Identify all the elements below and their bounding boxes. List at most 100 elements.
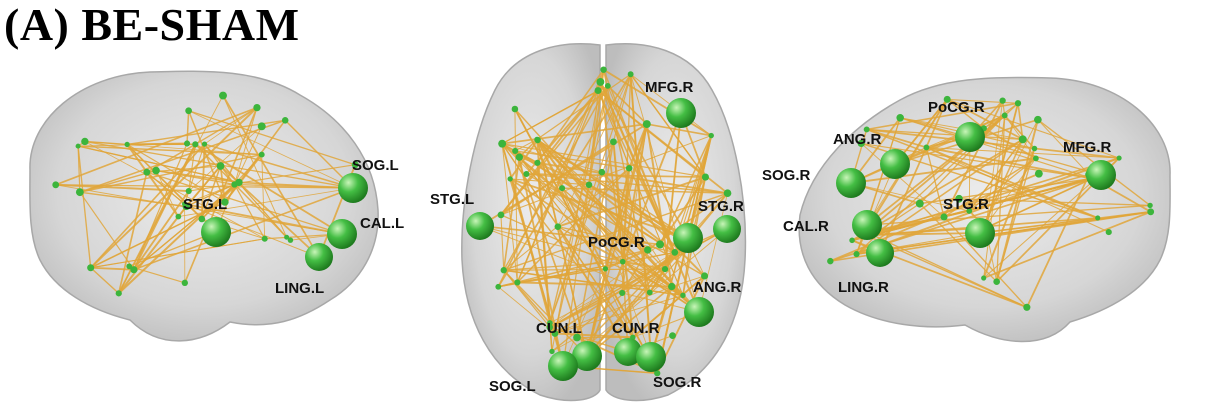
axial-small-node <box>702 174 709 181</box>
label-pocg-r: PoCG.R <box>928 99 985 116</box>
right-lateral-small-node <box>916 200 924 208</box>
axial-small-node <box>644 246 651 253</box>
right-lateral-small-node <box>1032 146 1037 151</box>
node-stg-l <box>201 217 231 247</box>
axial-small-node <box>668 283 675 290</box>
label-ling-l: LING.L <box>275 280 324 297</box>
node-cal-r <box>852 210 882 240</box>
left-lateral-small-node <box>192 141 198 147</box>
axial-small-node <box>599 169 606 176</box>
left-lateral-small-node <box>143 169 150 176</box>
axial-small-node <box>600 66 606 72</box>
right-lateral-small-node <box>1095 215 1100 220</box>
node-mfg-r <box>666 98 696 128</box>
right-lateral-small-node <box>1147 203 1152 208</box>
node-mfg-r-right <box>1086 160 1116 190</box>
axial-small-node <box>626 165 632 171</box>
label-cun-l: CUN.L <box>536 320 582 337</box>
axial-small-node <box>495 284 501 290</box>
right-lateral-small-node <box>1002 113 1008 119</box>
axial-small-node <box>514 279 520 285</box>
right-lateral-small-node <box>854 251 860 257</box>
label-ling-r: LING.R <box>838 279 889 296</box>
node-ang-r-axial <box>684 297 714 327</box>
left-lateral-small-node <box>124 142 129 147</box>
left-lateral-small-node <box>284 235 289 240</box>
label-sog-l-axial: SOG.L <box>489 378 536 395</box>
left-lateral-small-node <box>184 140 190 146</box>
axial-small-node <box>656 240 664 248</box>
label-stg-l: STG.L <box>183 196 227 213</box>
node-pocg-r-axial <box>673 223 703 253</box>
left-lateral-small-node <box>253 104 260 111</box>
node-sog-l <box>338 173 368 203</box>
node-ang-r <box>880 149 910 179</box>
label-pocg-r-axial: PoCG.R <box>588 234 645 251</box>
label-sog-r-axial: SOG.R <box>653 374 702 391</box>
axial-small-node <box>595 87 602 94</box>
axial-small-node <box>647 290 653 296</box>
axial-small-node <box>619 290 625 296</box>
left-lateral-small-node <box>76 188 84 196</box>
node-stg-r-axial <box>713 215 741 243</box>
right-lateral-small-node <box>923 145 929 151</box>
axial-small-node <box>559 185 565 191</box>
left-lateral-small-node <box>217 162 225 170</box>
label-stg-l-axial: STG.L <box>430 191 474 208</box>
left-lateral-view: SOG.L STG.L CAL.L LING.L <box>30 71 404 341</box>
label-cun-r: CUN.R <box>612 320 660 337</box>
axial-small-node <box>603 266 608 271</box>
axial-small-node <box>512 148 518 154</box>
label-ang-r: ANG.R <box>833 131 882 148</box>
right-lateral-small-node <box>940 213 947 220</box>
label-mfg-r-axial: MFG.R <box>645 79 693 96</box>
label-sog-l: SOG.L <box>352 157 399 174</box>
right-lateral-view: PoCG.R ANG.R MFG.R SOG.R STG.R CAL.R LIN… <box>762 77 1170 341</box>
axial-small-node <box>498 211 505 218</box>
label-sog-r: SOG.R <box>762 167 811 184</box>
label-ang-r-axial: ANG.R <box>693 279 742 296</box>
left-lateral-small-node <box>282 117 289 124</box>
node-pocg-r <box>955 122 985 152</box>
axial-small-node <box>662 266 668 272</box>
node-sog-l-axial <box>548 351 578 381</box>
axial-small-node <box>643 120 651 128</box>
axial-small-node <box>516 154 523 161</box>
node-sog-r-axial <box>636 342 666 372</box>
label-mfg-r: MFG.R <box>1063 139 1111 156</box>
axial-small-node <box>596 78 604 86</box>
axial-small-node <box>586 182 592 188</box>
node-stg-l-axial <box>466 212 494 240</box>
right-lateral-small-node <box>1117 155 1122 160</box>
left-lateral-small-node <box>259 152 265 158</box>
left-lateral-small-node <box>186 188 192 194</box>
axial-view: MFG.R STG.L STG.R PoCG.R ANG.R CUN.L CUN… <box>430 44 745 401</box>
left-lateral-small-node <box>152 167 160 175</box>
left-lateral-small-node <box>87 264 94 271</box>
node-stg-r <box>965 218 995 248</box>
right-lateral-small-node <box>1019 135 1027 143</box>
right-lateral-small-node <box>999 97 1005 103</box>
axial-small-node <box>498 140 506 148</box>
axial-small-node <box>605 83 611 89</box>
left-lateral-small-node <box>202 141 207 146</box>
left-lateral-small-node <box>185 107 192 114</box>
right-lateral-small-node <box>849 238 855 244</box>
right-lateral-small-node <box>1035 170 1043 178</box>
label-stg-r-axial: STG.R <box>698 198 744 215</box>
right-lateral-small-node <box>1106 229 1112 235</box>
left-lateral-small-node <box>235 179 242 186</box>
right-lateral-small-node <box>993 278 1000 285</box>
axial-small-node <box>620 259 626 265</box>
axial-small-node <box>507 176 512 181</box>
axial-small-node <box>555 223 562 230</box>
axial-small-node <box>680 293 685 298</box>
axial-small-node <box>724 189 732 197</box>
left-lateral-small-node <box>258 122 266 130</box>
right-lateral-small-node <box>1023 304 1030 311</box>
axial-small-node <box>523 171 529 177</box>
axial-small-node <box>709 133 714 138</box>
node-ling-r <box>866 239 894 267</box>
axial-small-node <box>534 160 540 166</box>
